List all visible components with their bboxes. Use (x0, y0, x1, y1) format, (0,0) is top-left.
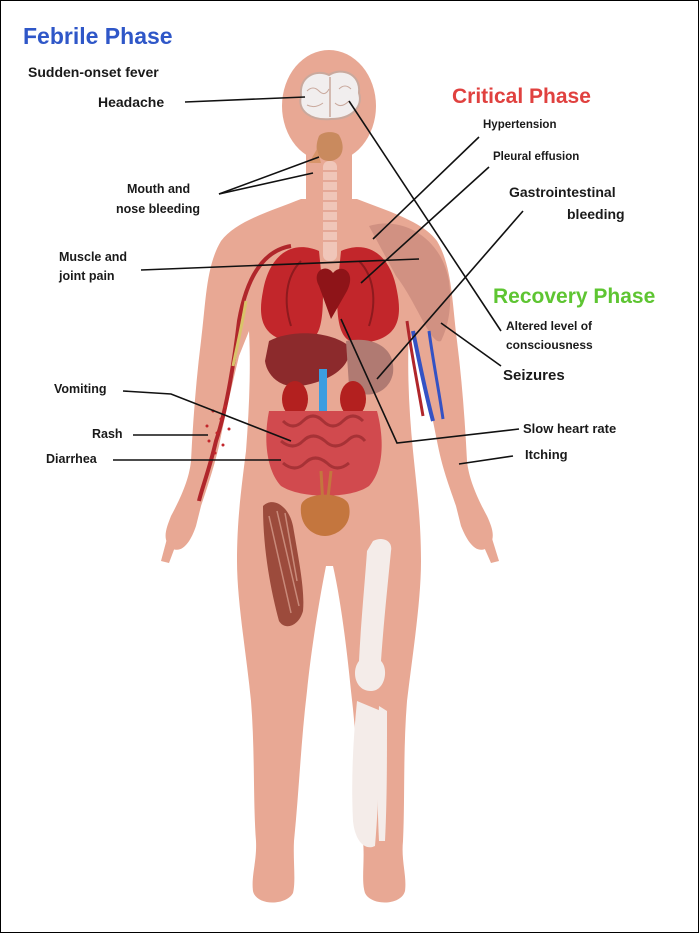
vomiting-label: Vomiting (54, 382, 107, 396)
itching-line (459, 456, 513, 464)
gi-bleeding-label-line1: Gastrointestinal (509, 184, 616, 200)
recovery-phase-title: Recovery Phase (493, 285, 655, 309)
rash-label: Rash (92, 427, 123, 441)
headache-label: Headache (98, 94, 164, 110)
mouth-nose-bleeding-label-line2: nose bleeding (116, 202, 200, 216)
febrile-phase-title: Febrile Phase (23, 23, 173, 50)
altered-consciousness-label-line2: consciousness (506, 339, 593, 353)
gi-bleeding-label-line2: bleeding (567, 206, 625, 222)
altered-consciousness-label-line1: Altered level of (506, 320, 592, 334)
intestines (266, 411, 381, 496)
itching-label: Itching (525, 448, 568, 463)
pleural-effusion-label: Pleural effusion (493, 151, 579, 164)
sudden-onset-fever-label: Sudden-onset fever (28, 64, 159, 80)
mouth-nose-bleeding-label-line1: Mouth and (127, 182, 190, 196)
muscle-joint-pain-label-line2: joint pain (59, 269, 115, 283)
brain (300, 72, 360, 120)
critical-phase-title: Critical Phase (452, 85, 591, 109)
diarrhea-label: Diarrhea (46, 452, 97, 466)
muscle-joint-pain-label-line1: Muscle and (59, 250, 127, 264)
hypertension-label: Hypertension (483, 119, 557, 132)
slow-heart-rate-label: Slow heart rate (523, 422, 616, 437)
seizures-label: Seizures (503, 367, 565, 384)
